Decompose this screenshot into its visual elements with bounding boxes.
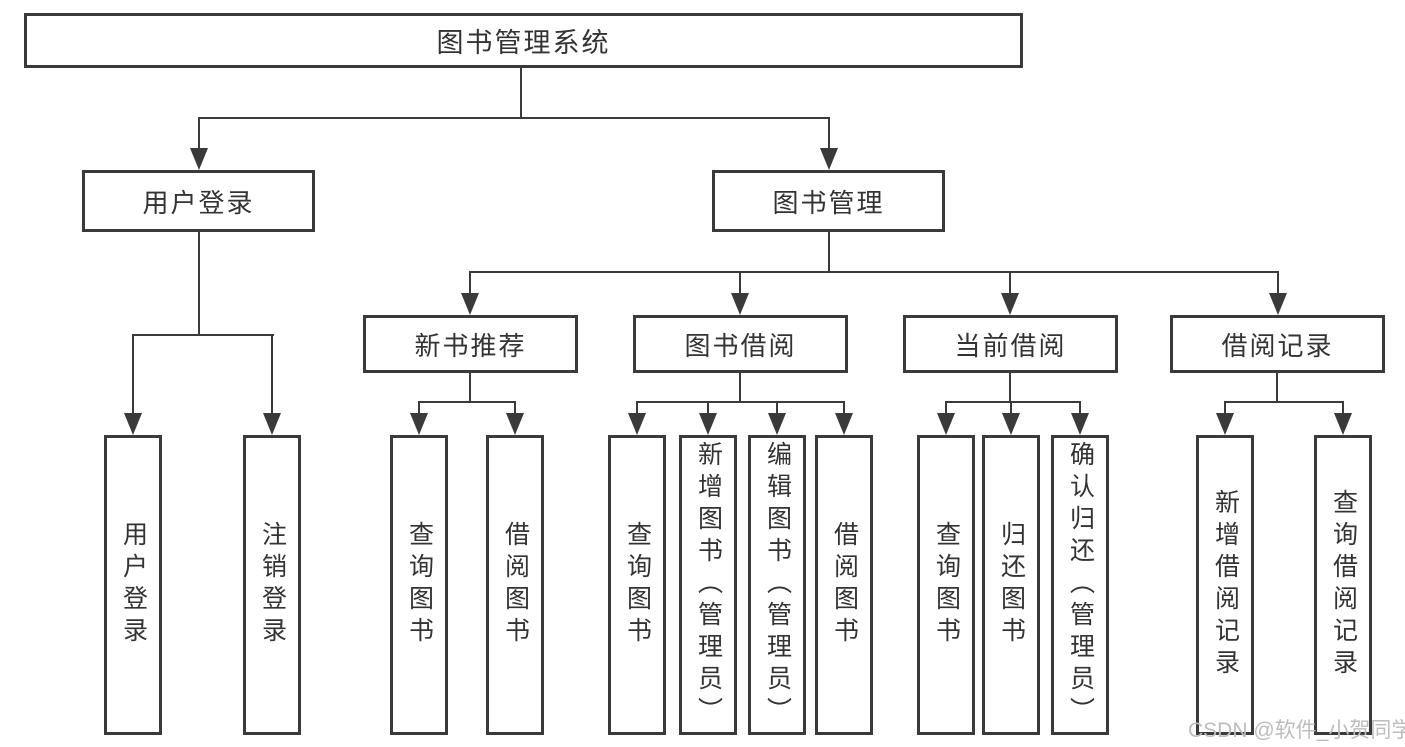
leaf-bb-query-books: 查询图书 (608, 435, 666, 735)
node-library-management-system: 图书管理系统 (24, 13, 1023, 68)
arrowhead-leaf-user-login (124, 413, 142, 435)
connector-to-cb-confirm (1079, 401, 1081, 415)
connector-cb-split-bar (945, 401, 1080, 403)
connector-to-bb-query (636, 401, 638, 415)
leaf-cb-confirm-return-admin: 确认归还（管理员） (1051, 435, 1109, 735)
connector-to-bb-borrow (843, 401, 845, 415)
node-new-book-recommendation: 新书推荐 (363, 315, 578, 373)
connector-to-current-borrowing (1009, 271, 1011, 295)
connector-to-user-login (198, 117, 200, 150)
leaf-logout: 注销登录 (243, 435, 301, 735)
connector-user-login-split-bar (132, 334, 274, 336)
connector-to-nbr-query (418, 401, 420, 415)
arrowhead-nbr-query (410, 413, 428, 435)
arrowhead-book-management (820, 148, 838, 170)
connector-to-new-book-recommendation (469, 271, 471, 295)
leaf-bb-borrow-books: 借阅图书 (815, 435, 873, 735)
connector-to-bb-edit (776, 401, 778, 415)
arrowhead-new-book-recommendation (461, 293, 479, 315)
connector-to-nbr-borrow (514, 401, 516, 415)
connector-to-cb-return (1010, 401, 1012, 415)
connector-to-leaf-logout (271, 334, 273, 415)
connector-book-management-stem (828, 230, 830, 273)
arrowhead-bb-add (699, 413, 717, 435)
leaf-bb-add-books-admin: 新增图书（管理员） (679, 435, 737, 735)
arrowhead-bb-edit (768, 413, 786, 435)
arrowhead-borrow-records (1269, 293, 1287, 315)
arrowhead-cb-return (1002, 413, 1020, 435)
connector-bb-split-bar (636, 401, 845, 403)
arrowhead-leaf-logout (263, 413, 281, 435)
arrowhead-cb-confirm (1071, 413, 1089, 435)
connector-root-split-bar (198, 117, 830, 119)
node-book-management: 图书管理 (712, 170, 945, 232)
connector-to-borrow-records (1277, 271, 1279, 295)
connector-br-split-bar (1224, 401, 1343, 403)
connector-nbr-stem (469, 371, 471, 402)
leaf-br-query-borrow-record: 查询借阅记录 (1314, 435, 1372, 735)
connector-to-book-borrowing (739, 271, 741, 295)
connector-to-bb-add (707, 401, 709, 415)
leaf-nbr-borrow-books: 借阅图书 (486, 435, 544, 735)
node-user-login: 用户登录 (82, 170, 315, 232)
arrowhead-bb-borrow (835, 413, 853, 435)
connector-br-stem (1276, 371, 1278, 402)
watermark-text: CSDN @软件_小贺同学 (1188, 719, 1405, 742)
arrowhead-br-add (1216, 413, 1234, 435)
leaf-cb-return-books: 归还图书 (982, 435, 1040, 735)
node-book-borrowing: 图书借阅 (633, 315, 848, 373)
connector-cb-stem (1009, 371, 1011, 402)
connector-to-cb-query (945, 401, 947, 415)
connector-bb-stem (739, 371, 741, 402)
arrowhead-br-query (1334, 413, 1352, 435)
arrowhead-nbr-borrow (506, 413, 524, 435)
connector-book-management-split-bar (469, 271, 1279, 273)
arrowhead-user-login (190, 148, 208, 170)
connector-user-login-stem (198, 230, 200, 336)
leaf-br-add-borrow-record: 新增借阅记录 (1196, 435, 1254, 735)
node-borrow-records: 借阅记录 (1170, 315, 1385, 373)
connector-to-br-add (1224, 401, 1226, 415)
arrowhead-book-borrowing (731, 293, 749, 315)
arrowhead-bb-query (628, 413, 646, 435)
leaf-nbr-query-books: 查询图书 (390, 435, 448, 735)
connector-root-stem (520, 67, 522, 119)
arrowhead-cb-query (937, 413, 955, 435)
arrowhead-current-borrowing (1001, 293, 1019, 315)
leaf-cb-query-books: 查询图书 (917, 435, 975, 735)
connector-to-br-query (1342, 401, 1344, 415)
connector-nbr-split-bar (418, 401, 516, 403)
leaf-bb-edit-books-admin: 编辑图书（管理员） (748, 435, 806, 735)
connector-to-book-management (828, 117, 830, 150)
node-current-borrowing: 当前借阅 (903, 315, 1118, 373)
leaf-user-login: 用户登录 (104, 435, 162, 735)
connector-to-leaf-user-login (132, 334, 134, 415)
